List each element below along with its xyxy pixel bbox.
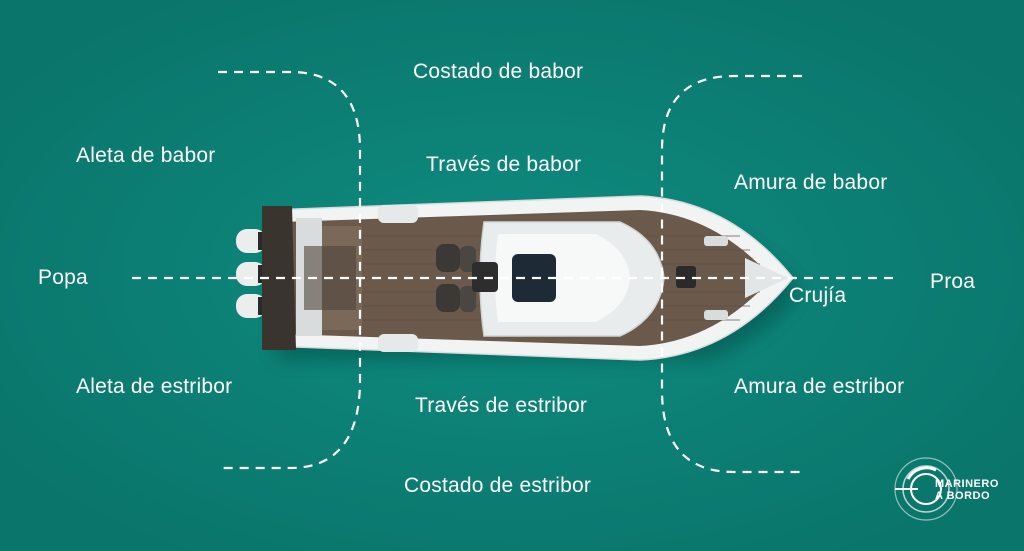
label-aleta-babor: Aleta de babor — [76, 144, 216, 167]
label-aleta-estribor: Aleta de estribor — [76, 375, 233, 398]
fwd-port-arc — [660, 74, 802, 474]
aft-port-arc — [218, 70, 362, 470]
label-costado-babor: Costado de babor — [413, 60, 584, 83]
label-amura-estribor: Amura de estribor — [734, 375, 905, 398]
label-popa: Popa — [38, 266, 88, 289]
label-crujia: Crujía — [789, 284, 847, 307]
marinero-a-bordo-logo — [894, 457, 958, 521]
label-traves-estribor: Través de estribor — [415, 394, 588, 417]
label-costado-estribor: Costado de estribor — [404, 474, 592, 497]
logo-line-1: MARINERO — [935, 478, 999, 490]
label-proa: Proa — [930, 270, 976, 293]
logo-text: MARINERO A BORDO — [935, 478, 999, 502]
label-amura-babor: Amura de babor — [734, 171, 888, 194]
logo-line-2: A BORDO — [935, 490, 991, 502]
reference-lines — [132, 70, 896, 474]
helm-seats — [436, 244, 476, 312]
label-traves-babor: Través de babor — [426, 153, 582, 176]
